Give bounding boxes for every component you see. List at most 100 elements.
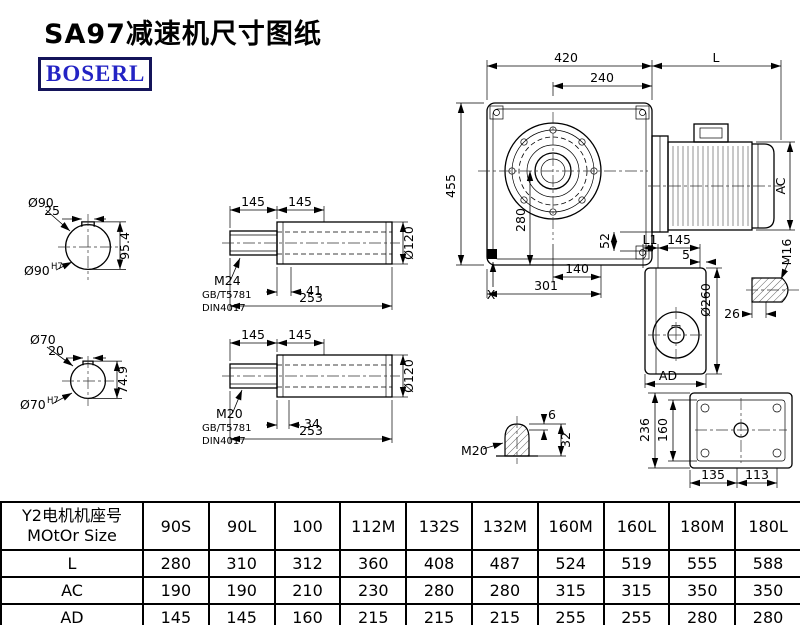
dia-120-bottom-label: Ø120 (401, 359, 416, 393)
dia-260-label: Ø260 (698, 283, 713, 317)
main-dimensions: 420 L 240 455 280 AC 52 (443, 50, 795, 302)
output-shaft-view-bottom: 145 145 Ø120 M20 GB/T5781 DIN4017 34 (202, 327, 416, 447)
col-header-180l: 180L (734, 501, 800, 551)
key-width-20-label: 20 (48, 343, 64, 358)
logo-text: BOSERL (46, 61, 146, 86)
cell-l-100: 312 (273, 549, 342, 578)
row-label-ac: AC (0, 576, 144, 605)
mounting-face-view: 236 160 135 113 (637, 392, 793, 488)
dim-253-bottom-label: 253 (299, 423, 323, 438)
row-label-ad: AD (0, 603, 144, 625)
col-header-180m: 180M (668, 501, 737, 551)
cell-ad-132s: 215 (405, 603, 473, 625)
x-marker-square (487, 249, 497, 259)
col-header-100: 100 (273, 501, 342, 551)
cell-l-180l: 588 (734, 549, 800, 578)
cell-ac-132s: 280 (405, 576, 473, 605)
cell-l-160m: 524 (536, 549, 605, 578)
main-assembly-view: 420 L 240 455 280 AC 52 (443, 50, 795, 302)
dim-52-label: 52 (597, 233, 612, 249)
bore-70-label: Ø70 (20, 397, 46, 412)
cell-ad-160m: 255 (536, 603, 605, 625)
tip-dimensions: 6 32 M20 (461, 407, 573, 458)
cell-ac-160l: 315 (602, 576, 671, 605)
output-shaft-view-top: 145 145 Ø120 M24 GB/T5781 DIN4017 41 (202, 194, 416, 314)
cell-ac-132m: 280 (470, 576, 539, 605)
dim-236-label: 236 (637, 418, 652, 442)
std-din-top-label: DIN4017 (202, 303, 246, 314)
cell-ac-90l: 190 (207, 576, 276, 605)
table-row-ac: AC 190 190 210 230 280 280 315 315 350 3… (0, 576, 800, 605)
dim-26-label: 26 (724, 306, 740, 321)
side-view-geometry (644, 267, 799, 375)
dia-90-label: Ø90 (28, 195, 54, 210)
cell-ac-100: 210 (273, 576, 342, 605)
dim-113-label: 113 (745, 467, 769, 482)
dia-120-top-label: Ø120 (401, 226, 416, 260)
bore-90-label: Ø90 (24, 263, 50, 278)
dim-240-label: 240 (590, 70, 614, 85)
shaft-top-dimensions: 145 145 Ø120 M24 GB/T5781 DIN4017 41 (202, 194, 416, 314)
dim-280-label: 280 (513, 208, 528, 232)
shaft-top-geometry (222, 221, 400, 265)
bore-90-tol-label: H7 (51, 262, 63, 272)
mount-dimensions: 236 160 135 113 (637, 392, 778, 488)
mount-geometry (689, 392, 793, 469)
table-header-row: Y2电机机座号 MOtOr Size 90S 90L 100 112M 132S… (0, 501, 800, 551)
shaft-end-view-90: Ø90 25 95.4 Ø90 H7 (24, 195, 132, 280)
dim-145d-label: 145 (288, 327, 312, 342)
cell-ac-180m: 350 (668, 576, 737, 605)
row-label-l: L (0, 549, 144, 578)
cell-ad-112m: 215 (339, 603, 408, 625)
thread-m20-label: M20 (216, 406, 243, 421)
dim-34-label: 34 (304, 416, 320, 431)
dim-140-label: 140 (565, 261, 589, 276)
shaft-bottom-geometry (222, 354, 400, 398)
shaft-end-90-geometry (58, 214, 118, 280)
thread-m24-label: M24 (214, 273, 241, 288)
col-header-160m: 160M (536, 501, 605, 551)
key-width-25-label: 25 (44, 203, 60, 218)
col-header-90l: 90L (207, 501, 276, 551)
dim-455-label: 455 (443, 174, 458, 198)
motor-size-label-en: MOtOr Size (27, 526, 117, 545)
key-depth-749-label: 74.9 (115, 366, 130, 394)
col-header-112m: 112M (339, 501, 408, 551)
dim-145e-label: 145 (667, 232, 691, 247)
cell-ad-132m: 215 (470, 603, 539, 625)
col-header-160l: 160L (602, 501, 671, 551)
reducer-side-view: L1 145 5 Ø260 M16 26 AD (643, 232, 799, 388)
cell-ad-180l: 280 (734, 603, 800, 625)
std-gb-bottom-label: GB/T5781 (202, 423, 252, 434)
dim-420-label: 420 (554, 50, 578, 65)
col-header-132s: 132S (405, 501, 473, 551)
dim-6-label: 6 (548, 407, 556, 422)
cell-ac-180l: 350 (734, 576, 800, 605)
col-header-132m: 132M (470, 501, 539, 551)
col-header-90s: 90S (142, 501, 210, 551)
cell-l-180m: 555 (668, 549, 737, 578)
shaft-tip-view: 6 32 M20 (461, 407, 573, 464)
cell-l-160l: 519 (602, 549, 671, 578)
cell-l-90s: 280 (142, 549, 210, 578)
cell-ad-180m: 280 (668, 603, 737, 625)
shaft-bottom-dimensions: 145 145 Ø120 M20 GB/T5781 DIN4017 34 (202, 327, 416, 447)
motor-size-label-cn: Y2电机机座号 (22, 506, 122, 525)
output-flange-circles (478, 112, 648, 240)
x-marker-label: X (487, 287, 496, 302)
dim-145b-label: 145 (288, 194, 312, 209)
dim-ad-label: AD (659, 368, 677, 383)
tip-thread-m20-label: M20 (461, 443, 488, 458)
dim-145c-label: 145 (241, 327, 265, 342)
cell-l-132m: 487 (470, 549, 539, 578)
cell-ad-90s: 145 (142, 603, 210, 625)
shaft-end-70-dimensions: Ø70 20 74.9 Ø70 H7 (20, 332, 130, 412)
cell-ac-112m: 230 (339, 576, 408, 605)
std-gb-top-label: GB/T5781 (202, 290, 252, 301)
page-title: SA97减速机尺寸图纸 (44, 19, 322, 50)
cell-l-132s: 408 (405, 549, 473, 578)
dim-160-label: 160 (655, 418, 670, 442)
shaft-end-view-70: Ø70 20 74.9 Ø70 H7 (20, 332, 130, 412)
key-depth-954-label: 95.4 (117, 232, 132, 260)
